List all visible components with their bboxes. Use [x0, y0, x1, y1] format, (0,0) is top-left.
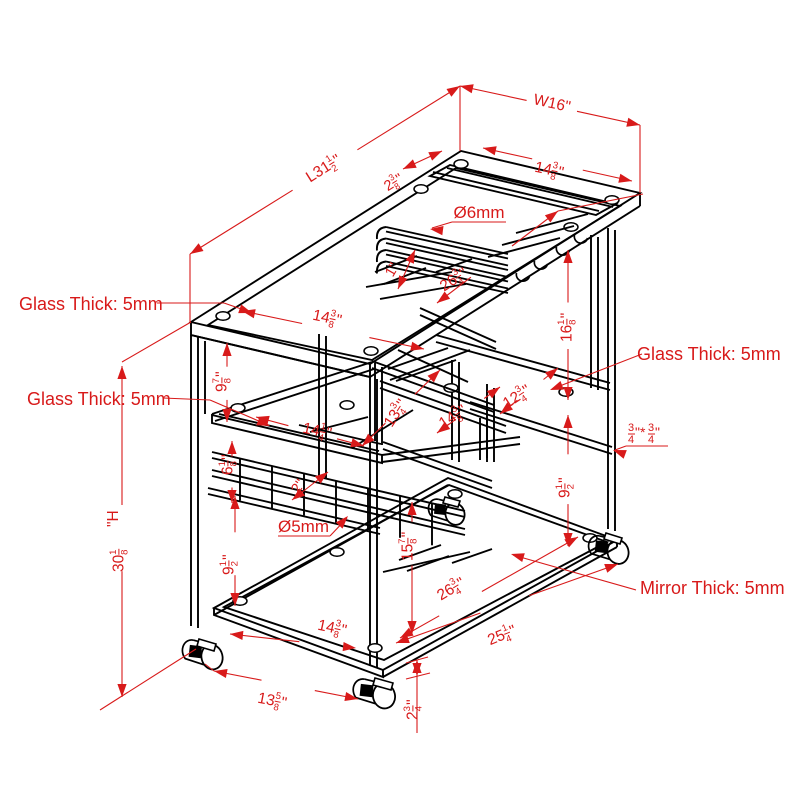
svg-text:": ": [557, 477, 574, 483]
svg-text:": ": [334, 312, 343, 330]
svg-text:": ": [220, 454, 237, 460]
svg-text:8: 8: [272, 702, 279, 714]
svg-text:8: 8: [223, 378, 234, 383]
svg-text:Ø5mm: Ø5mm: [278, 517, 329, 536]
svg-text:1: 1: [320, 421, 328, 433]
svg-text:16: 16: [559, 325, 576, 342]
svg-text:3: 3: [448, 576, 458, 588]
svg-text:25: 25: [485, 627, 507, 649]
svg-text:2: 2: [566, 484, 577, 489]
svg-text:Glass Thick: 5mm: Glass Thick: 5mm: [27, 389, 171, 409]
svg-text:4: 4: [648, 434, 654, 446]
svg-text:4: 4: [398, 406, 410, 417]
svg-text:4: 4: [519, 393, 530, 405]
svg-text:8: 8: [568, 319, 579, 324]
svg-text:2: 2: [230, 561, 241, 566]
svg-text:1: 1: [500, 622, 509, 634]
svg-text:14: 14: [311, 307, 332, 327]
svg-text:9: 9: [214, 383, 231, 392]
svg-text:3: 3: [387, 172, 397, 183]
svg-text:26: 26: [437, 271, 461, 295]
svg-text:13: 13: [256, 690, 276, 710]
svg-text:7: 7: [211, 378, 222, 383]
svg-text:3: 3: [513, 383, 523, 395]
svg-text:": ": [339, 622, 348, 640]
svg-text:3: 3: [330, 308, 338, 320]
svg-text:14: 14: [301, 420, 322, 440]
svg-text:13: 13: [381, 407, 405, 431]
svg-text:": ": [655, 424, 660, 440]
svg-text:4: 4: [505, 633, 515, 645]
svg-text:"H: "H: [105, 510, 122, 527]
svg-text:1: 1: [556, 319, 567, 324]
svg-text:2: 2: [405, 711, 422, 720]
svg-text:8: 8: [549, 171, 557, 183]
svg-text:3: 3: [449, 403, 459, 415]
svg-text:4: 4: [454, 585, 465, 598]
svg-text:Ø6mm: Ø6mm: [454, 203, 505, 222]
svg-text:": ": [559, 313, 576, 319]
svg-text:14: 14: [316, 617, 337, 637]
svg-text:30: 30: [111, 554, 128, 572]
svg-text:1: 1: [218, 561, 229, 566]
svg-text:Glass Thick: 5mm: Glass Thick: 5mm: [637, 344, 781, 364]
svg-text:6: 6: [220, 466, 237, 475]
svg-text:5: 5: [275, 691, 282, 703]
svg-text:3: 3: [402, 706, 413, 711]
svg-text:": ": [400, 532, 417, 538]
svg-text:1: 1: [324, 153, 334, 165]
svg-text:8: 8: [327, 319, 335, 331]
svg-text:8: 8: [409, 538, 420, 543]
svg-text:1: 1: [217, 461, 228, 466]
svg-text:3: 3: [388, 401, 400, 411]
svg-text:3: 3: [628, 422, 634, 434]
svg-text:4: 4: [456, 276, 467, 288]
svg-text:": ": [280, 694, 289, 712]
svg-text:": ": [507, 622, 518, 640]
svg-text:Mirror Thick: 5mm: Mirror Thick: 5mm: [640, 578, 785, 598]
svg-text:8: 8: [332, 629, 340, 641]
svg-text:4: 4: [628, 434, 634, 446]
svg-text:14: 14: [436, 408, 460, 432]
svg-text:8: 8: [392, 181, 402, 192]
svg-text:"*: "*: [635, 424, 646, 440]
svg-text:26: 26: [434, 581, 458, 604]
svg-text:8: 8: [120, 549, 131, 554]
svg-text:9: 9: [557, 489, 574, 498]
svg-text:15: 15: [400, 544, 417, 561]
svg-text:3: 3: [450, 266, 460, 278]
svg-text:": ": [405, 699, 422, 705]
svg-text:9: 9: [221, 566, 238, 575]
svg-text:": ": [214, 371, 231, 377]
svg-text:8: 8: [229, 461, 240, 466]
svg-text:7: 7: [397, 538, 408, 543]
svg-text:": ": [324, 425, 333, 443]
svg-text:3: 3: [335, 618, 343, 630]
svg-text:4: 4: [414, 705, 425, 711]
svg-text:1: 1: [554, 484, 565, 489]
svg-text:": ": [556, 164, 565, 182]
svg-text:3: 3: [552, 160, 560, 172]
svg-text:8: 8: [455, 413, 465, 425]
svg-text:4: 4: [317, 432, 325, 444]
svg-text:2: 2: [330, 163, 340, 175]
svg-text:Glass Thick: 5mm: Glass Thick: 5mm: [19, 294, 163, 314]
svg-text:": ": [221, 554, 238, 560]
svg-text:14: 14: [533, 159, 554, 179]
svg-text:1: 1: [108, 549, 119, 554]
svg-text:12: 12: [500, 388, 524, 412]
svg-text:3: 3: [648, 422, 654, 434]
